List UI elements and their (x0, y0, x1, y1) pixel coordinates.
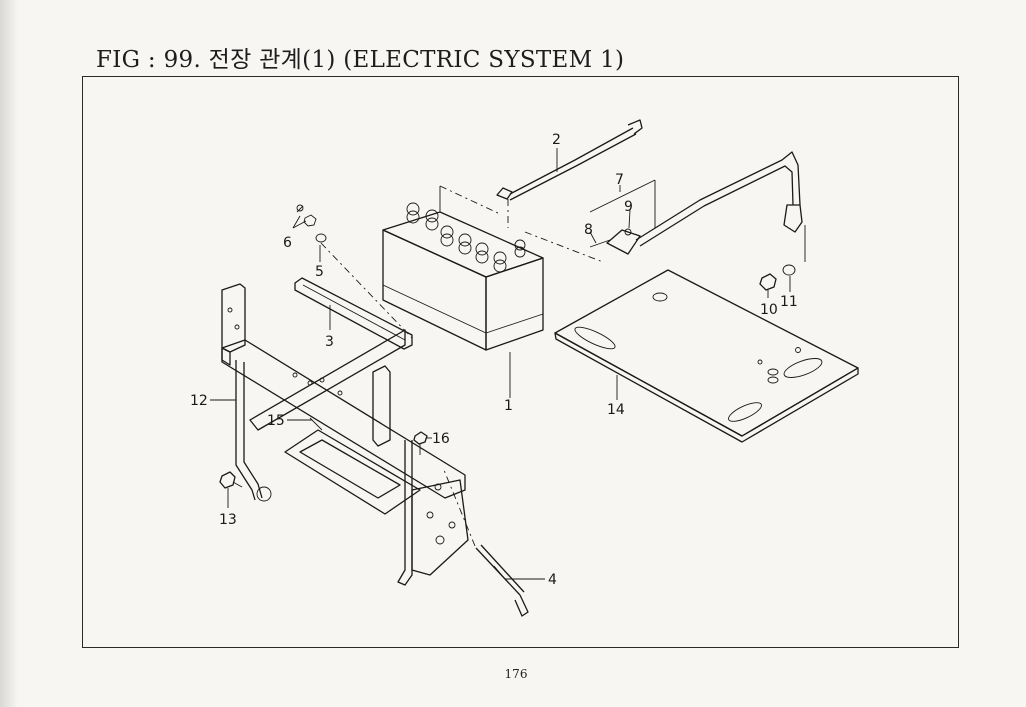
battery-cable-ground (524, 151, 803, 263)
hold-down-rod (443, 469, 529, 617)
callout-1: 1 (504, 398, 513, 414)
callout-10: 10 (760, 302, 778, 318)
frame-bolts (219, 417, 428, 489)
callout-6: 6 (283, 235, 292, 251)
callout-7: 7 (615, 172, 624, 188)
nut-and-washer (759, 225, 806, 291)
figure-title: FIG : 99. 전장 관계(1) (ELECTRIC SYSTEM 1) (96, 47, 625, 73)
battery (382, 185, 544, 351)
callout-15: 15 (267, 413, 285, 429)
page-number: 176 (504, 667, 528, 681)
leader-lines (210, 148, 791, 580)
callout-2: 2 (552, 132, 561, 148)
callout-8: 8 (584, 222, 593, 238)
diagram-frame (82, 76, 959, 648)
battery-tray-plate (554, 269, 859, 443)
battery-frame (221, 283, 469, 586)
callout-9: 9 (624, 199, 633, 215)
callout-11: 11 (780, 294, 798, 310)
callout-5: 5 (315, 264, 324, 280)
battery-hold-down (294, 204, 413, 350)
page-binding-shadow (0, 0, 18, 707)
battery-cable-positive (496, 119, 643, 228)
callout-3: 3 (325, 334, 334, 350)
callout-12: 12 (190, 393, 208, 409)
callout-14: 14 (607, 402, 625, 418)
callout-4: 4 (548, 572, 557, 588)
callout-labels: 1 2 3 4 5 6 7 8 9 10 11 12 13 14 15 16 (190, 132, 798, 588)
callout-13: 13 (219, 512, 237, 528)
callout-16: 16 (432, 431, 450, 447)
